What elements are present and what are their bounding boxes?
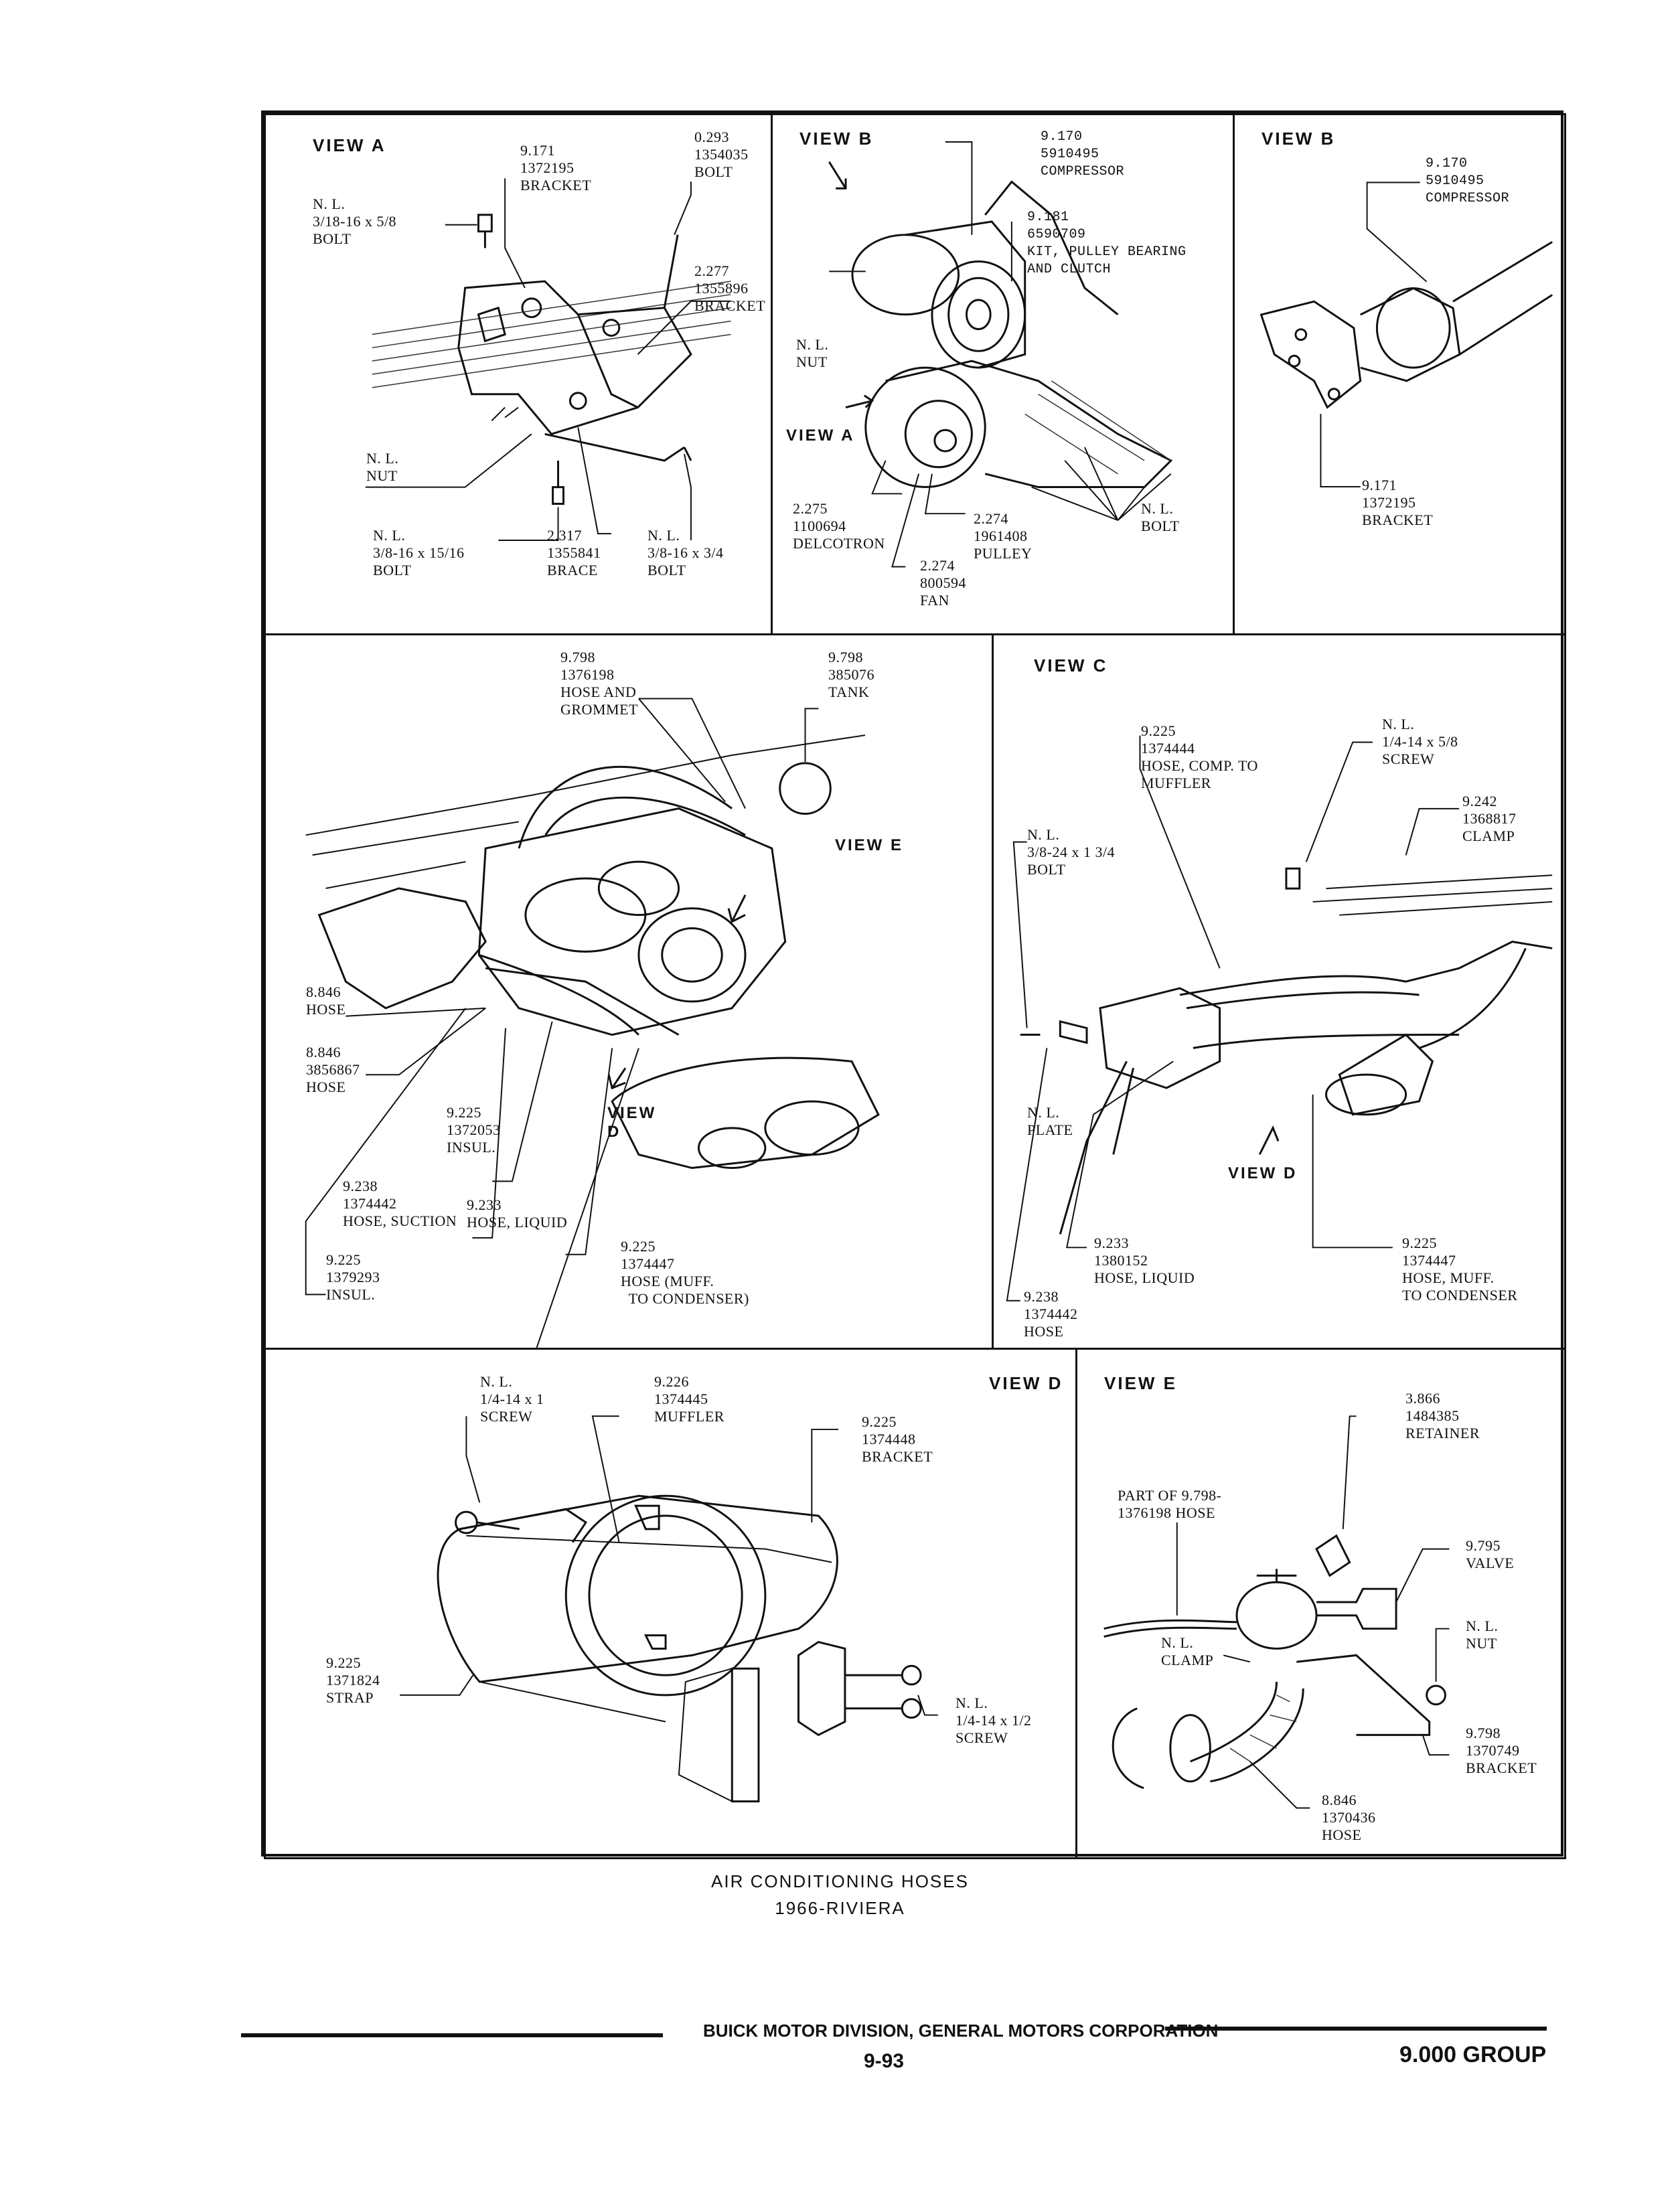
view-c-label-hose-9238: 9.238 1374442 HOSE [1024,1288,1078,1340]
view-b-left-label-bolt: N. L. BOLT [1141,500,1180,534]
view-b-right-illustration [1259,181,1553,487]
engine-view-e-arrow: VIEW E [835,836,904,854]
view-e-illustration [1103,1415,1450,1809]
view-c-label-hose-comp: 9.225 1374444 HOSE, COMP. TO MUFFLER [1141,722,1258,791]
view-d-label-screw-right: N. L. 1/4-14 x 1/2 SCREW [956,1695,1032,1746]
view-a-label-bolt-nl-right: N. L. 3/8-16 x 3/4 BOLT [647,527,724,578]
view-a-label-bolt-nl-bottom: N. L. 3/8-16 x 15/16 BOLT [373,527,465,578]
view-c-label-hose-liquid: 9.233 1380152 HOSE, LIQUID [1094,1235,1195,1286]
footer-page-number: 9-93 [864,2050,905,2072]
panel-view-d: VIEW D N. L. 1/4-14 x 1 SCREW 9.226 1374… [264,1348,1077,1859]
view-d-illustration [400,1415,938,1803]
view-d-label-muffler: 9.226 1374445 MUFFLER [654,1373,724,1425]
view-b-right-label-compressor: 9.170 5910495 COMPRESSOR [1426,156,1510,206]
engine-label-insul-bottom: 9.225 1379293 INSUL. [326,1251,380,1303]
view-a-illustration [365,178,731,542]
footer-group: 9.000 GROUP [1399,2042,1547,2067]
view-b-left-label-compressor: 9.170 5910495 COMPRESSOR [1041,129,1125,179]
engine-label-hose-grommet: 9.798 1376198 HOSE AND GROMMET [560,649,638,718]
view-b-left-view-a-arrow: VIEW A [786,426,855,445]
engine-label-hose-liquid: 9.233 HOSE, LIQUID [467,1196,568,1231]
panel-view-c: VIEW C 9.225 1374444 HOSE, COMP. TO MUFF… [992,633,1566,1350]
view-c-label-clamp: 9.242 1368817 CLAMP [1462,793,1517,844]
engine-label-tank: 9.798 385076 TANK [828,649,874,700]
view-a-label-nut: N. L. NUT [366,450,399,484]
panel-view-b-right: VIEW B 9.170 5910495 COMPRESSOR 9.171 13… [1233,113,1566,635]
engine-label-hose-8846: 8.846 HOSE [306,984,346,1018]
view-a-title: VIEW A [313,135,386,155]
view-d-label-bracket: 9.225 1374448 BRACKET [862,1413,933,1465]
view-a-label-bracket-2277: 2.277 1355896 BRACKET [694,262,766,314]
view-c-label-bolt: N. L. 3/8-24 x 1 3/4 BOLT [1027,826,1116,878]
view-c-illustration [1006,735,1553,1302]
view-c-label-screw: N. L. 1/4-14 x 5/8 SCREW [1382,716,1458,767]
view-b-left-label-kit: 9.181 6590709 KIT, PULLEY BEARING AND CL… [1027,210,1187,277]
engine-label-hose-8846-b: 8.846 3856867 HOSE [306,1044,360,1095]
view-e-label-retainer: 3.866 1484385 RETAINER [1405,1390,1480,1441]
view-e-label-part-of: PART OF 9.798- 1376198 HOSE [1118,1487,1222,1521]
view-a-label-brace-2317: 2.317 1355841 BRACE [547,527,601,578]
view-d-label-strap: 9.225 1371824 STRAP [326,1654,380,1706]
view-b-left-label-delcotron: 2.275 1100694 DELCOTRON [793,500,885,552]
view-e-label-nut: N. L. NUT [1466,1618,1499,1652]
view-c-label-hose-muff: 9.225 1374447 HOSE, MUFF. TO CONDENSER [1402,1235,1518,1304]
view-e-label-bracket: 9.798 1370749 BRACKET [1466,1725,1537,1776]
view-b-left-illustration [828,141,1173,568]
caption-title: AIR CONDITIONING HOSES [711,1871,969,1891]
panel-engine: 9.798 1376198 HOSE AND GROMMET 9.798 385… [264,633,994,1350]
panel-view-e: VIEW E 3.866 1484385 RETAINER PART OF 9.… [1075,1348,1566,1859]
view-d-label-screw-top: N. L. 1/4-14 x 1 SCREW [480,1373,544,1425]
view-e-label-clamp: N. L. CLAMP [1161,1634,1214,1668]
view-c-title: VIEW C [1034,655,1108,676]
engine-label-hose-suction: 9.238 1374442 HOSE, SUCTION [343,1178,457,1229]
view-c-label-plate: N. L. PLATE [1027,1104,1073,1138]
view-b-left-label-pulley: 2.274 1961408 PULLEY [974,510,1033,562]
engine-view-d-arrow: VIEW D [607,1104,657,1141]
view-a-label-bracket-9171: 9.171 1372195 BRACKET [520,142,592,193]
engine-label-insul-9225: 9.225 1372053 INSUL. [447,1104,501,1156]
view-b-left-label-fan: 2.274 800594 FAN [920,557,966,609]
view-d-title: VIEW D [989,1373,1063,1393]
view-a-label-bolt-0293: 0.293 1354035 BOLT [694,129,749,180]
footer-rule-right [1165,2027,1547,2031]
footer-division: BUICK MOTOR DIVISION, GENERAL MOTORS COR… [703,2021,1219,2041]
view-b-left-label-nut: N. L. NUT [796,336,829,370]
view-b-left-title: VIEW B [799,129,874,149]
view-c-view-d-arrow: VIEW D [1228,1164,1298,1182]
panel-view-b-left: VIEW B 9.170 5910495 COMPRESSOR 9.181 65… [771,113,1235,635]
view-e-label-valve: 9.795 VALVE [1466,1537,1515,1571]
view-e-title: VIEW E [1104,1373,1178,1393]
engine-illustration [305,698,880,1348]
view-b-right-label-bracket: 9.171 1372195 BRACKET [1362,477,1434,528]
footer-rule-left [241,2033,663,2037]
view-a-label-bolt-nl-top: N. L. 3/18-16 x 5/8 BOLT [313,195,397,247]
diagram-frame: VIEW A 9.171 1372195 BRACKET 0.293 13540… [261,110,1566,1859]
panel-view-a: VIEW A 9.171 1372195 BRACKET 0.293 13540… [264,113,773,635]
view-b-right-title: VIEW B [1262,129,1336,149]
view-e-label-hose: 8.846 1370436 HOSE [1322,1792,1376,1843]
caption-subtitle: 1966-RIVIERA [775,1898,905,1918]
engine-label-hose-muff: 9.225 1374447 HOSE (MUFF. TO CONDENSER) [621,1238,749,1307]
